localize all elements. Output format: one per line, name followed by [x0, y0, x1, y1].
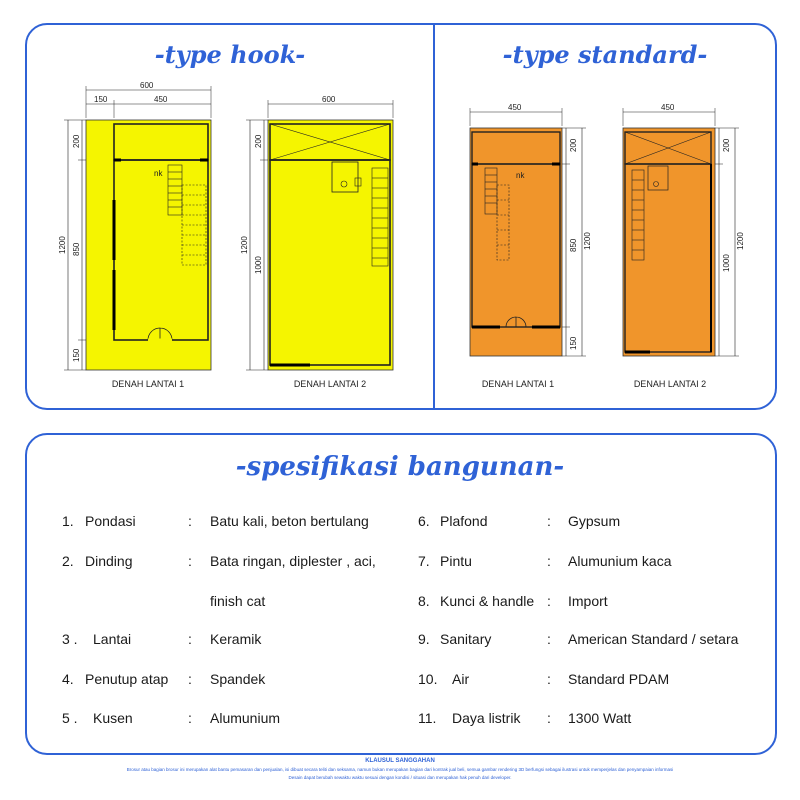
floor-plans-drawing: nk 600 150 450 200 1200 850 150	[58, 81, 745, 371]
spec-num: 4.	[62, 671, 74, 687]
standard-lantai1-caption: DENAH LANTAI 1	[481, 379, 555, 389]
hook-lantai2-caption: DENAH LANTAI 2	[293, 379, 367, 389]
spec-colon: :	[547, 513, 551, 529]
spec-label: Kusen	[93, 710, 133, 726]
spec-label: Kunci & handle	[440, 593, 535, 609]
klausul-line-1: Brosur atau bagian brosur ini merupakan …	[126, 767, 674, 772]
spec-value: Alumunium kaca	[568, 553, 672, 569]
spec-num: 9.	[418, 631, 430, 647]
spec-num: 1.	[62, 513, 74, 529]
spec-label: Daya listrik	[452, 710, 521, 726]
spec-value: finish cat	[210, 593, 266, 609]
spesifikasi-title: -spesifikasi bangunan-	[235, 452, 565, 482]
spec-value: Spandek	[210, 671, 266, 687]
spec-label: Pondasi	[85, 513, 136, 529]
spec-colon: :	[547, 631, 551, 647]
type-hook-title: -type hook-	[154, 40, 306, 69]
standard-lantai1-dim-side-200: 200	[569, 138, 578, 152]
spec-label: Plafond	[440, 513, 488, 529]
hook-lantai1-dim-side-200: 200	[72, 134, 81, 148]
hook-lantai1-caption: DENAH LANTAI 1	[111, 379, 185, 389]
hook-lantai2-dim-side-1200: 1200	[240, 236, 249, 254]
hook-lantai1-dim-side-150: 150	[72, 348, 81, 362]
standard-lantai1-nk-label: nk	[516, 171, 525, 180]
standard-lantai2-plan: 450 200 1000 1200	[622, 103, 745, 357]
spec-value: Batu kali, beton bertulang	[210, 513, 369, 529]
klausul-line-2: Desain dapat berubah sewaktu waktu sesua…	[288, 775, 512, 780]
hook-lantai1-dim-top-150: 150	[94, 95, 108, 104]
standard-lantai1-dim-side-850: 850	[569, 238, 578, 252]
hook-lantai2-dim-side-1000: 1000	[254, 256, 263, 274]
hook-lantai1-dim-top-600: 600	[140, 81, 154, 90]
spec-colon: :	[188, 710, 192, 726]
hook-lantai2-floor	[267, 119, 394, 371]
hook-lantai2-plan: 600 200 1200 1000	[240, 95, 394, 371]
hook-lantai1-nk-label: nk	[154, 169, 163, 178]
klausul-title: KLAUSUL SANGGAHAN	[365, 758, 435, 764]
spec-colon: :	[188, 671, 192, 687]
spec-value: American Standard / setara	[568, 631, 739, 647]
standard-lantai2-caption: DENAH LANTAI 2	[633, 379, 707, 389]
standard-lantai2-floor	[622, 127, 716, 357]
spec-colon: :	[547, 553, 551, 569]
specifications-panel	[25, 433, 777, 755]
spec-label: Dinding	[85, 553, 133, 569]
spec-num: 5 .	[62, 710, 78, 726]
panel-divider	[433, 25, 435, 408]
spec-label: Sanitary	[440, 631, 492, 647]
spec-num: 7.	[418, 553, 430, 569]
hook-lantai2-dim-side-200: 200	[254, 134, 263, 148]
hook-lantai1-floor	[85, 119, 212, 371]
standard-lantai2-dim-side-200: 200	[722, 138, 731, 152]
spec-label: Lantai	[93, 631, 132, 647]
spec-num: 2.	[62, 553, 74, 569]
spec-colon: :	[547, 671, 551, 687]
spec-num: 10.	[418, 671, 438, 687]
spec-label: Air	[452, 671, 470, 687]
spec-colon: :	[188, 553, 192, 569]
hook-lantai1-dim-top-450: 450	[154, 95, 168, 104]
spec-colon: :	[188, 631, 192, 647]
spec-value: Standard PDAM	[568, 671, 670, 687]
spec-value: Alumunium	[210, 710, 281, 726]
spec-num: 11.	[418, 710, 437, 726]
spec-value: Import	[568, 593, 608, 609]
hook-lantai1-dim-side-1200: 1200	[58, 236, 67, 254]
spec-label: Penutup atap	[85, 671, 169, 687]
spec-num: 8.	[418, 593, 430, 609]
standard-lantai2-dim-side-1000: 1000	[722, 254, 731, 272]
type-standard-title: -type standard-	[502, 40, 708, 69]
spec-label: Pintu	[440, 553, 472, 569]
standard-lantai2-dim-side-1200: 1200	[736, 232, 745, 250]
spec-num: 3 .	[62, 631, 78, 647]
spec-colon: :	[547, 593, 551, 609]
spec-value: Bata ringan, diplester , aci,	[210, 553, 376, 569]
hook-lantai2-dim-top-600: 600	[322, 95, 336, 104]
standard-lantai1-dim-side-1200: 1200	[583, 232, 592, 250]
spec-colon: :	[188, 513, 192, 529]
spec-value: 1300 Watt	[568, 710, 632, 726]
standard-lantai1-dim-side-150: 150	[569, 336, 578, 350]
standard-lantai2-dim-top-450: 450	[661, 103, 675, 112]
standard-lantai1-dim-top-450: 450	[508, 103, 522, 112]
hook-lantai1-plan: nk 600 150 450 200 1200 850 150	[58, 81, 212, 371]
spec-num: 6.	[418, 513, 430, 529]
spec-value: Gypsum	[568, 513, 621, 529]
standard-lantai1-plan: nk 450 200 850 1200 150	[469, 103, 592, 357]
spec-value: Keramik	[210, 631, 262, 647]
spec-colon: :	[547, 710, 551, 726]
hook-lantai1-dim-side-850: 850	[72, 242, 81, 256]
